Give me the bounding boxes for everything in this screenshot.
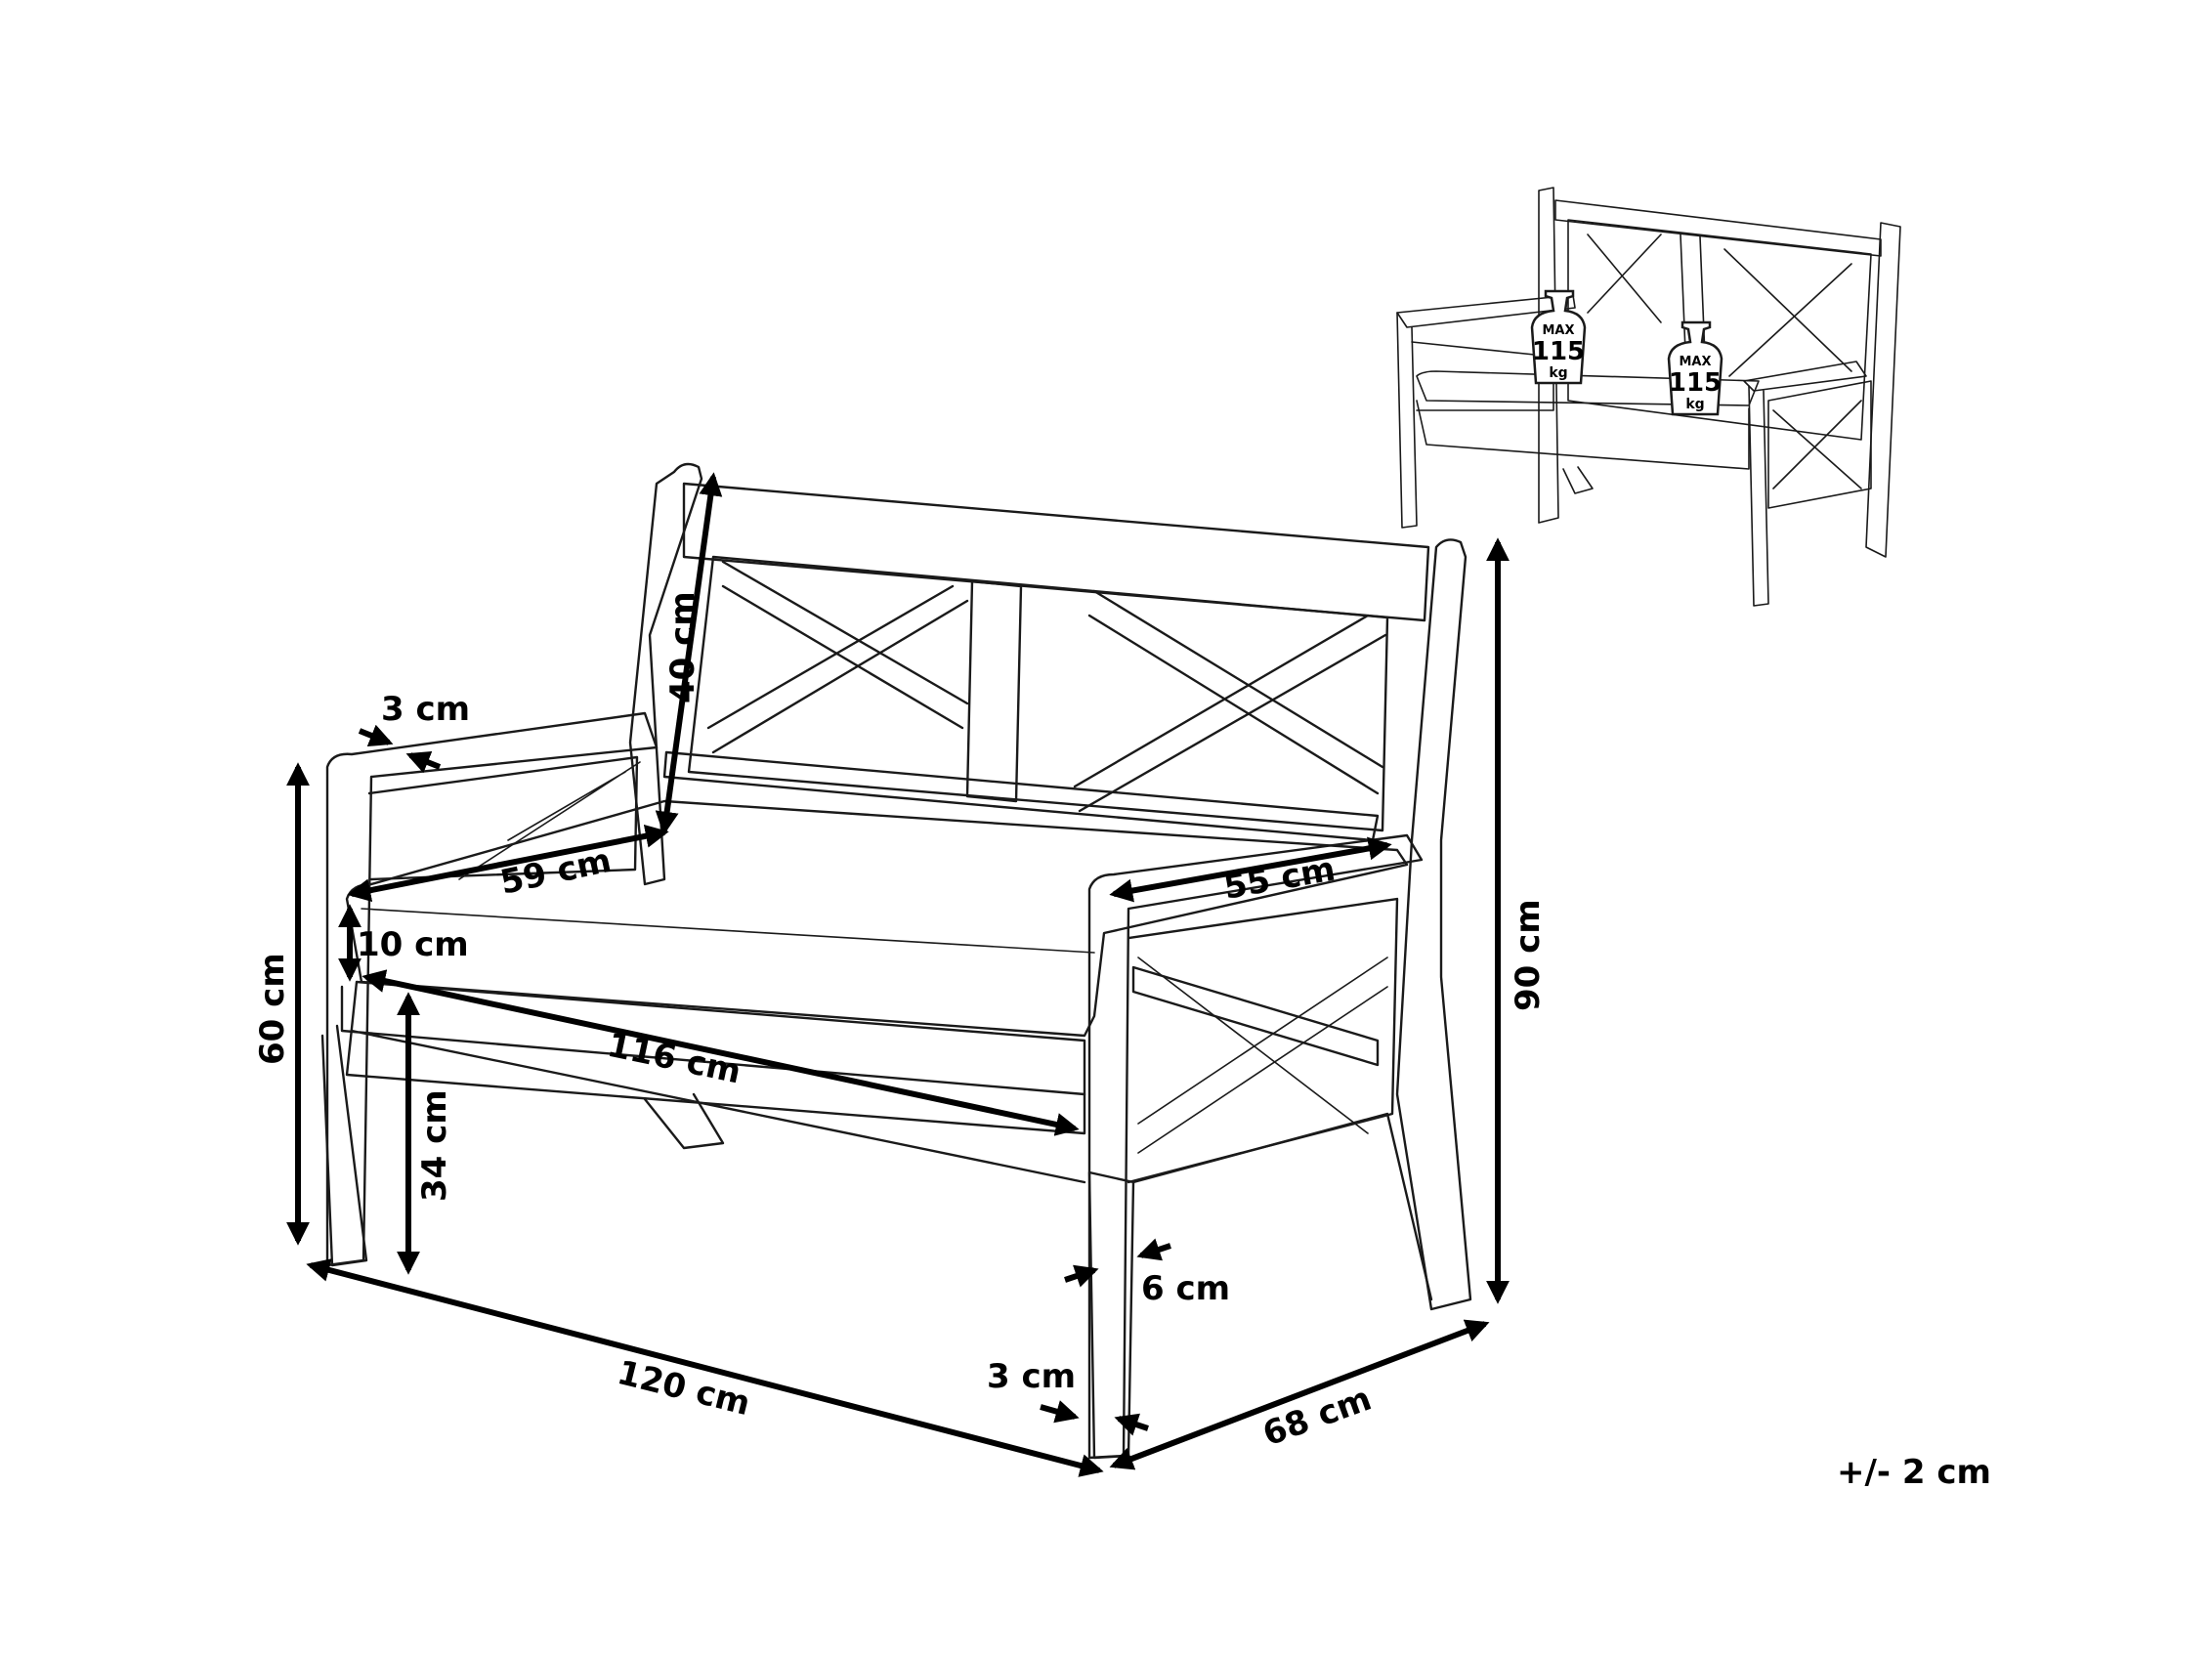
label-total-height: 90 cm xyxy=(1509,899,1548,1011)
label-leg-width: 3 cm xyxy=(987,1357,1076,1396)
load-badge-1: MAX 115 kg xyxy=(1530,289,1587,385)
badge-2-value: 115 xyxy=(1669,368,1722,398)
load-capacity-illustration: MAX 115 kg MAX 115 kg xyxy=(1396,187,1901,607)
label-tolerance: +/- 2 cm xyxy=(1837,1453,1991,1492)
label-seat-depth: 59 cm xyxy=(497,841,616,903)
badge-1-unit: kg xyxy=(1549,365,1567,381)
label-seat-width: 116 cm xyxy=(604,1026,744,1092)
bench-drawing xyxy=(320,462,1472,1460)
label-cushion-thickness: 10 cm xyxy=(357,925,469,964)
label-back-height: 40 cm xyxy=(663,591,702,703)
badge-2-max: MAX xyxy=(1679,355,1711,369)
label-armrest-thickness: 3 cm xyxy=(381,690,470,729)
badge-2-unit: kg xyxy=(1685,397,1704,412)
label-seat-height: 34 cm xyxy=(415,1089,454,1202)
label-leg-thickness: 6 cm xyxy=(1141,1269,1230,1308)
load-badge-2: MAX 115 kg xyxy=(1667,320,1723,416)
label-arm-height: 60 cm xyxy=(253,953,292,1065)
dimension-lines xyxy=(286,472,1510,1477)
badge-1-value: 115 xyxy=(1532,337,1585,366)
dimension-labels: 3 cm 40 cm 59 cm 55 cm 10 cm 60 cm 116 c… xyxy=(253,591,1991,1492)
badge-1-max: MAX xyxy=(1542,323,1574,338)
